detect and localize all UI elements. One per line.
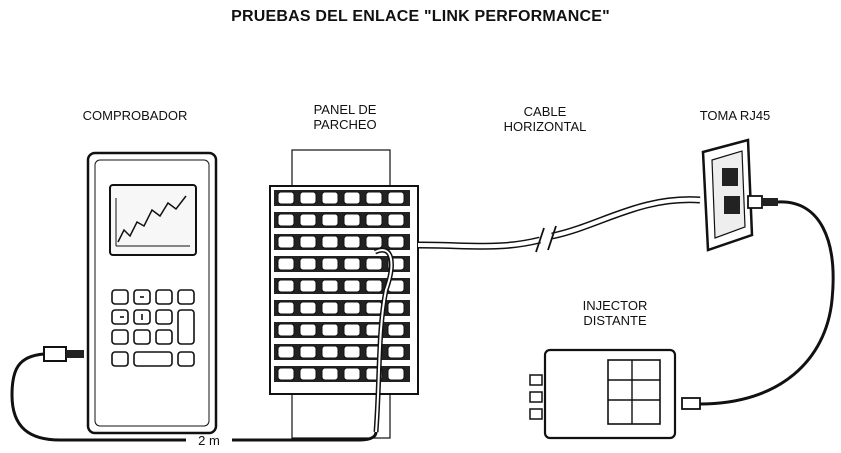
patch-panel-port [365,191,383,205]
patch-panel-port [387,301,405,315]
patch-panel-port [387,213,405,227]
tester-screen-trace [117,195,187,243]
patch-panel-port [299,323,317,337]
patch-panel-port [277,235,295,249]
patch-panel-port [299,345,317,359]
patch-panel-port [321,345,339,359]
patch-panel-port [277,367,295,381]
patch-panel [269,149,419,439]
patch-panel-port [321,213,339,227]
distance-label: 2 m [198,433,220,448]
tester-keypad [111,289,195,367]
patch-panel-port [343,301,361,315]
injector-plug [681,397,701,410]
remote-injector [529,348,677,440]
patch-panel-port [321,191,339,205]
patch-panel-port [365,301,383,315]
patch-panel-port [387,345,405,359]
patch-panel-port [343,257,361,271]
patch-panel-port [277,191,295,205]
patch-panel-port [321,323,339,337]
patch-panel-port [299,279,317,293]
patch-panel-port [343,213,361,227]
outlet-to-injector-cable [699,200,835,406]
outlet-label: TOMA RJ45 [699,108,771,123]
patch-panel-port [321,301,339,315]
tester-label: COMPROBADOR [82,108,188,123]
injector-label: INJECTOR DISTANTE [560,298,670,328]
patch-panel-port [365,257,383,271]
patch-panel-port [343,367,361,381]
patch-panel-label: PANEL DE PARCHEO [290,102,400,132]
tester-device [86,151,218,435]
patch-panel-port [365,213,383,227]
patch-panel-port [365,235,383,249]
patch-panel-port [321,367,339,381]
patch-panel-port [365,279,383,293]
patch-panel-port [343,191,361,205]
horizontal-cable-label: CABLE HORIZONTAL [490,104,600,134]
patch-panel-label-line1: PANEL DE [313,102,377,117]
patch-panel-port [299,213,317,227]
horizontal-cable-label-line2: HORIZONTAL [503,119,587,134]
patch-panel-port [277,345,295,359]
diagram-title: PRUEBAS DEL ENLACE "LINK PERFORMANCE" [231,8,610,25]
tester-screen [109,184,197,256]
patch-panel-port [299,257,317,271]
patch-panel-port [277,257,295,271]
patch-panel-port [387,323,405,337]
tester-patch-cable: 2 m [10,346,378,448]
patch-panel-label-line2: PARCHEO [313,117,377,132]
patch-panel-port [299,235,317,249]
patch-panel-port [277,213,295,227]
patch-panel-port [343,323,361,337]
patch-panel-port [343,235,361,249]
patch-panel-port [343,279,361,293]
patch-panel-port [277,323,295,337]
rj45-outlet [701,138,778,252]
patch-panel-port [387,191,405,205]
patch-panel-port [387,367,405,381]
injector-label-line1: INJECTOR [582,298,648,313]
patch-panel-port [321,235,339,249]
patch-panel-port [299,367,317,381]
injector-label-line2: DISTANTE [583,313,647,328]
horizontal-cable-label-line1: CABLE [523,104,567,119]
patch-panel-port [277,279,295,293]
patch-panel-port [387,235,405,249]
patch-panel-port [277,301,295,315]
patch-panel-port [343,345,361,359]
patch-panel-port [321,257,339,271]
patch-panel-port [299,191,317,205]
patch-panel-port [299,301,317,315]
patch-panel-port [321,279,339,293]
horizontal-cable [417,196,701,253]
